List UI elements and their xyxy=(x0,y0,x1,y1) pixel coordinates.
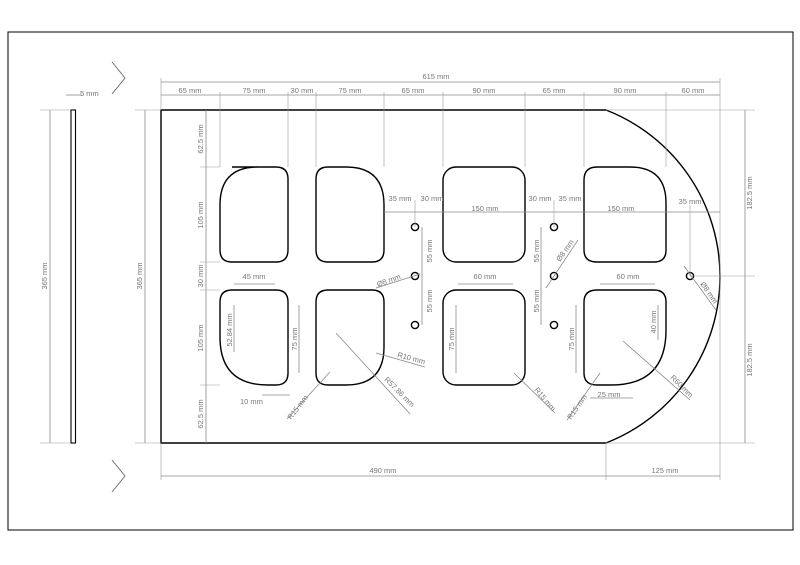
segment-label: 75 mm xyxy=(243,86,266,95)
dimension-label: 60 mm xyxy=(474,272,497,281)
segment-label: 90 mm xyxy=(614,86,637,95)
hole xyxy=(549,320,559,330)
dimension-label: 75 mm xyxy=(567,328,576,351)
dimension-label: 10 mm xyxy=(240,397,263,406)
dimension-label: 75 mm xyxy=(447,328,456,351)
hole xyxy=(410,271,420,281)
hole-spacing-label: 55 mm xyxy=(532,290,541,313)
dimension-line xyxy=(513,372,556,414)
mounting-holes xyxy=(410,222,695,330)
row-label: 105 mm xyxy=(196,201,205,228)
row-label: 62.5 mm xyxy=(196,124,205,153)
cutout-7 xyxy=(442,289,526,386)
dimension-label: 35 mm xyxy=(559,194,582,203)
bottom-length-label: 125 mm xyxy=(651,466,678,475)
drawing-frame xyxy=(7,31,794,531)
dimension-line xyxy=(335,332,411,415)
hole-spacing-label: 55 mm xyxy=(425,290,434,313)
dimension-label: 25 mm xyxy=(598,390,621,399)
cutout-4 xyxy=(583,166,667,263)
segment-label: 75 mm xyxy=(339,86,362,95)
row-label: 62.5 mm xyxy=(196,399,205,428)
dimension-line xyxy=(286,371,331,420)
dimension-label: R57.86 mm xyxy=(383,375,417,409)
cutouts xyxy=(219,166,667,386)
segment-label: 65 mm xyxy=(402,86,425,95)
dimension-line xyxy=(545,239,579,289)
row-label: 105 mm xyxy=(196,324,205,351)
cutout-2 xyxy=(315,166,385,263)
hole xyxy=(549,271,559,281)
segment-label: 90 mm xyxy=(473,86,496,95)
section-mark-bottom xyxy=(111,459,126,493)
bottom-dimensions: 490 mm 125 mm xyxy=(160,280,721,480)
dimension-label: 35 mm xyxy=(389,194,412,203)
hole-spacing-label: 55 mm xyxy=(425,240,434,263)
half-height-label: 182.5 mm xyxy=(745,343,754,376)
dimension-line xyxy=(622,340,691,401)
dimension-label: 150 mm xyxy=(471,204,498,213)
dimension-label: R15 mm xyxy=(565,393,589,421)
overall-width-label: 615 mm xyxy=(422,72,449,81)
dimension-label: R15 mm xyxy=(532,386,557,413)
hole-spacing-label: 55 mm xyxy=(532,240,541,263)
segment-label: 30 mm xyxy=(291,86,314,95)
bottom-length-label: 490 mm xyxy=(369,466,396,475)
side-thickness-label: 5 mm xyxy=(80,89,99,98)
dimension-label: 52.84 mm xyxy=(225,313,234,346)
dimension-line xyxy=(375,273,421,289)
cutout-dimensions: 45 mm 52.84 mm 75 mm 10 mm R15 mm R57.86… xyxy=(225,272,695,421)
dimension-line xyxy=(566,372,601,421)
middle-dimensions: 35 mm 30 mm 150 mm 30 mm 35 mm 150 mm 35… xyxy=(376,194,720,325)
dimension-label: 45 mm xyxy=(243,272,266,281)
cutout-1 xyxy=(219,166,289,263)
half-height-label: 182.5 mm xyxy=(745,176,754,209)
dimension-label: R15 mm xyxy=(285,393,310,421)
dimension-label: 30 mm xyxy=(529,194,552,203)
hole xyxy=(410,320,420,330)
segment-label: 60 mm xyxy=(682,86,705,95)
plate-height-label: 365 mm xyxy=(135,262,144,289)
dimension-label: 30 mm xyxy=(421,194,444,203)
side-view: 365 mm 5 mm xyxy=(40,89,99,444)
section-mark-top xyxy=(111,61,126,95)
hole-diameter-label: Ø8 mm xyxy=(698,280,719,305)
left-dimensions: 365 mm 62.5 mm 105 mm 30 mm 105 mm 62.5 … xyxy=(135,109,220,444)
row-label: 30 mm xyxy=(196,265,205,288)
hole-diameter-label: Ø8 mm xyxy=(376,272,402,289)
cutout-6 xyxy=(315,289,385,386)
dimension-label: R60 mm xyxy=(669,373,695,399)
cutout-3 xyxy=(442,166,526,263)
dimension-label: 150 mm xyxy=(607,204,634,213)
dimension-label: 35 mm xyxy=(679,197,702,206)
dimension-label: 40 mm xyxy=(649,311,658,334)
dimension-label: 60 mm xyxy=(617,272,640,281)
top-dimensions: 615 mm 65 mm 75 mm 30 mm 75 mm 65 mm 90 … xyxy=(160,72,721,280)
cutout-8 xyxy=(583,289,667,386)
segment-label: 65 mm xyxy=(179,86,202,95)
dimension-label: 75 mm xyxy=(290,328,299,351)
right-dimensions: 182.5 mm 182.5 mm xyxy=(606,109,755,444)
dimension-line xyxy=(375,352,426,368)
dimension-line xyxy=(683,265,717,311)
segment-label: 65 mm xyxy=(543,86,566,95)
cutout-5 xyxy=(219,289,289,386)
dimension-label: R10 mm xyxy=(396,350,426,366)
side-height-label: 365 mm xyxy=(40,262,49,289)
